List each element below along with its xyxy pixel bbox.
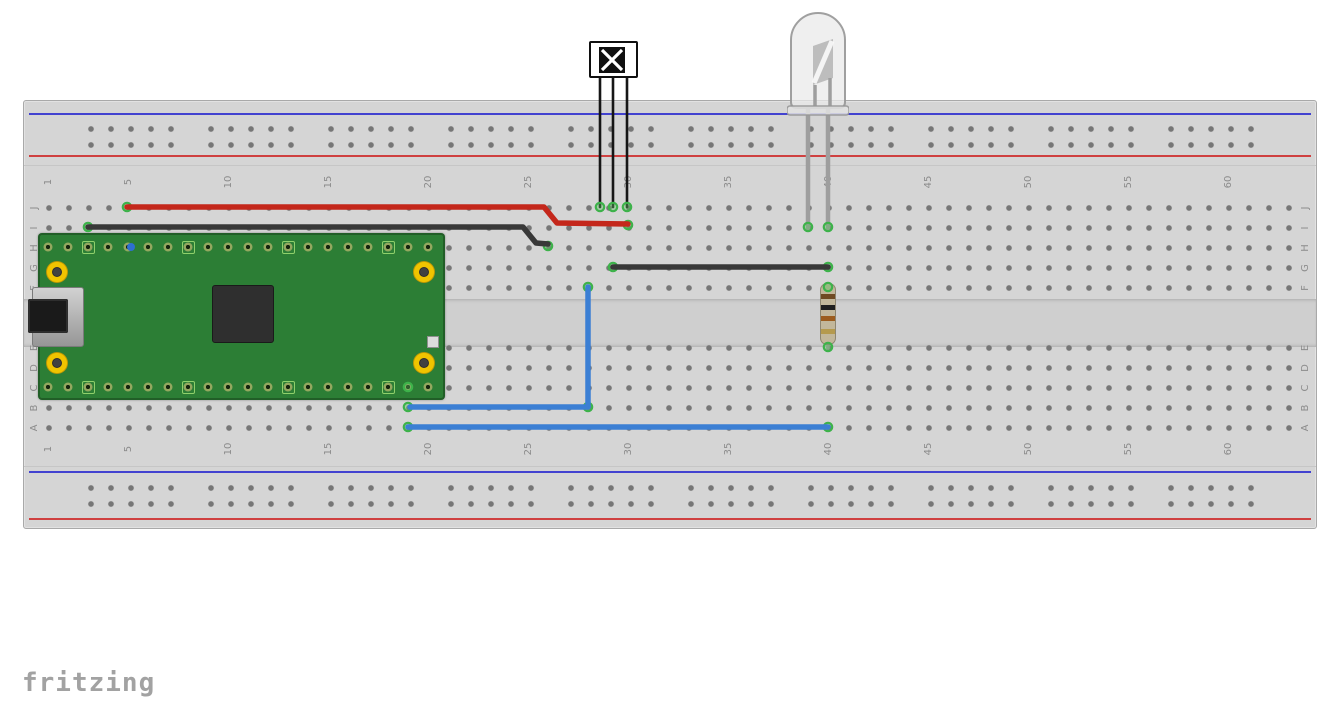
column-label-top: 20 xyxy=(423,175,434,189)
ir-receiver xyxy=(589,41,638,78)
column-label-top: 30 xyxy=(623,175,634,189)
board-seam-bottom xyxy=(24,466,1316,467)
pico-gnd-pad xyxy=(281,240,295,254)
bottom-rail-positive-line xyxy=(29,518,1311,520)
column-label-bottom: 10 xyxy=(223,442,234,456)
row-label-right: D xyxy=(1300,364,1311,372)
micro-usb-plug xyxy=(28,299,68,333)
row-label-left: B xyxy=(29,404,40,412)
column-label-top: 15 xyxy=(323,175,334,189)
mystery-part-icon xyxy=(599,47,625,73)
column-label-top: 25 xyxy=(523,175,534,189)
column-label-bottom: 40 xyxy=(823,442,834,456)
pico-mount-hole xyxy=(414,262,434,282)
pico-gnd-pad xyxy=(281,380,295,394)
row-label-right: J xyxy=(1300,206,1311,210)
resistor-band xyxy=(821,316,835,321)
row-label-right: G xyxy=(1300,264,1311,272)
top-power-rail-holes xyxy=(81,121,1261,153)
row-label-right: E xyxy=(1300,344,1311,352)
column-label-top: 40 xyxy=(823,175,834,189)
pico-onboard-led xyxy=(127,243,135,251)
resistor xyxy=(820,283,836,345)
column-label-bottom: 55 xyxy=(1123,442,1134,456)
row-label-right: H xyxy=(1300,244,1311,252)
resistor-band xyxy=(821,305,835,310)
resistor-band xyxy=(821,329,835,334)
bottom-power-rail-holes xyxy=(81,480,1261,512)
column-label-top: 1 xyxy=(43,178,54,186)
column-label-bottom: 30 xyxy=(623,442,634,456)
bottom-rail-negative-line xyxy=(29,471,1311,473)
row-label-left: J xyxy=(29,206,40,210)
column-label-top: 60 xyxy=(1223,175,1234,189)
top-rail-negative-line xyxy=(29,113,1311,115)
pico-gnd-pad xyxy=(181,240,195,254)
fritzing-logo: fritzing xyxy=(22,668,156,698)
pico-mount-hole xyxy=(47,262,67,282)
row-label-right: A xyxy=(1300,424,1311,432)
column-label-top: 45 xyxy=(923,175,934,189)
board-seam-top xyxy=(24,165,1316,166)
column-label-top: 50 xyxy=(1023,175,1034,189)
column-label-bottom: 35 xyxy=(723,442,734,456)
column-label-bottom: 1 xyxy=(43,445,54,453)
column-label-bottom: 60 xyxy=(1223,442,1234,456)
pico-board xyxy=(28,233,445,400)
pico-debug-pad xyxy=(427,336,439,348)
pico-mount-hole xyxy=(414,353,434,373)
pico-mount-hole xyxy=(47,353,67,373)
pico-gnd-pad xyxy=(381,240,395,254)
pico-gnd-pad xyxy=(81,380,95,394)
column-label-bottom: 20 xyxy=(423,442,434,456)
column-label-top: 55 xyxy=(1123,175,1134,189)
column-label-top: 10 xyxy=(223,175,234,189)
column-label-top: 5 xyxy=(123,178,134,186)
column-label-bottom: 50 xyxy=(1023,442,1034,456)
column-label-top: 35 xyxy=(723,175,734,189)
pico-gnd-pad xyxy=(381,380,395,394)
row-label-right: B xyxy=(1300,404,1311,412)
resistor-band xyxy=(821,294,835,299)
pico-pin-row-top xyxy=(38,240,440,254)
column-label-bottom: 45 xyxy=(923,442,934,456)
led-body xyxy=(786,12,850,116)
pico-gnd-pad xyxy=(81,240,95,254)
rp2040-chip xyxy=(212,285,274,343)
led xyxy=(786,6,850,130)
top-rail-positive-line xyxy=(29,155,1311,157)
row-label-left: I xyxy=(29,226,40,230)
pico-pin-row-bottom xyxy=(38,380,440,394)
row-label-right: I xyxy=(1300,226,1311,230)
led-flange xyxy=(786,105,850,116)
row-label-right: F xyxy=(1300,285,1311,291)
column-label-bottom: 5 xyxy=(123,445,134,453)
column-label-bottom: 15 xyxy=(323,442,334,456)
row-label-right: C xyxy=(1300,384,1311,392)
pico-gnd-pad xyxy=(181,380,195,394)
row-label-left: A xyxy=(29,424,40,432)
column-label-bottom: 25 xyxy=(523,442,534,456)
